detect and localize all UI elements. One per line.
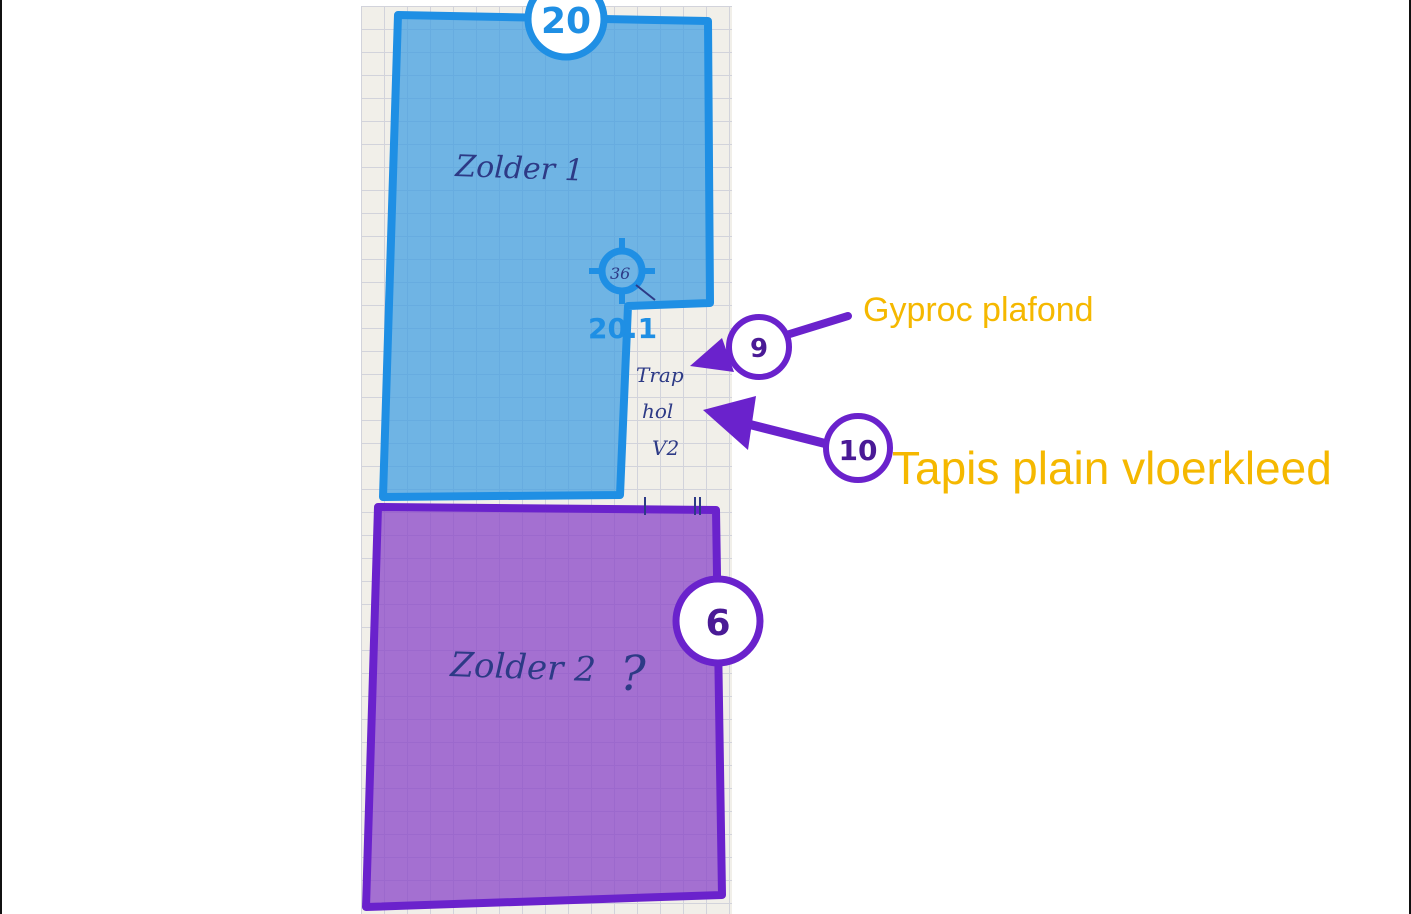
marker-badge-10[interactable]: 10 xyxy=(823,413,893,483)
arrow-10-head xyxy=(703,396,756,450)
handwriting-stair-line-2: hol xyxy=(642,399,673,423)
handwriting-tick-marks xyxy=(644,497,701,515)
zone-sublabel-20-1: 20.1 xyxy=(588,312,657,345)
annotation-tapis-plain-vloerkleed: Tapis plain vloerkleed xyxy=(892,442,1332,494)
marker-badge-10-label: 10 xyxy=(839,434,878,467)
handwriting-stair-line-3: V2 xyxy=(652,436,679,460)
handwriting-stair-line-1: Trap xyxy=(636,363,684,387)
target-crosshair-icon[interactable]: 36 xyxy=(589,238,655,304)
marker-badge-9[interactable]: 9 xyxy=(726,314,792,380)
zone-zolder-2[interactable] xyxy=(362,503,726,911)
target-pointer-line xyxy=(635,284,656,301)
zone-badge-20[interactable]: 20 xyxy=(524,0,608,61)
handwriting-zolder-2: Zolder 2 xyxy=(449,645,597,690)
zone-badge-6-label: 6 xyxy=(705,603,730,644)
zone-badge-6[interactable]: 6 xyxy=(672,575,764,667)
zone-badge-20-label: 20 xyxy=(541,1,591,42)
arrow-9-head xyxy=(690,338,734,372)
handwriting-question-mark: ? xyxy=(620,646,646,702)
marker-badge-9-label: 9 xyxy=(750,334,768,364)
zone-zolder-1[interactable] xyxy=(379,11,714,501)
handwriting-zolder-1: Zolder 1 xyxy=(454,149,585,188)
target-number: 36 xyxy=(610,264,630,283)
arrow-10-shaft xyxy=(735,417,840,451)
annotation-gyproc-plafond: Gyproc plafond xyxy=(863,291,1094,329)
